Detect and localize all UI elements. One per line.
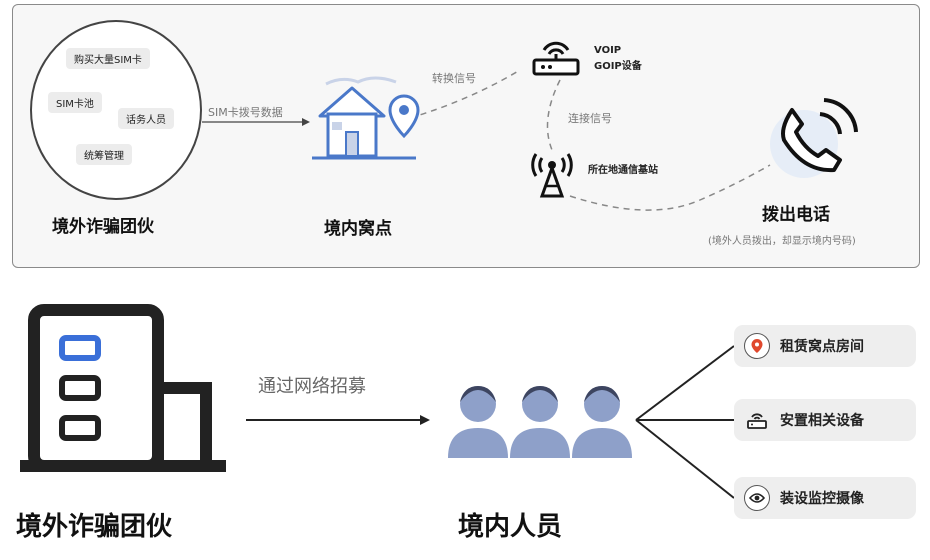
person-icon [448,386,508,458]
person-icon [510,386,570,458]
convert-dash [409,69,521,119]
dial-out-label: 拨出电话 [762,205,830,225]
circle-item: 购买大量SIM卡 [66,48,150,69]
sim-dial-label: SIM卡拨号数据 [208,106,283,119]
building-icon [20,304,226,472]
overseas-group-label: 境外诈骗团伙 [52,217,154,237]
house-icon [312,76,420,160]
phone-call-icon [770,98,858,178]
den-label: 境内窝点 [324,219,392,239]
domestic-title: 境内人员 [458,512,563,542]
base-station-label: 所在地通信基站 [588,165,658,176]
voip-line2: GOIP设备 [594,61,642,72]
bottom-connectors [246,345,735,499]
connect-signal-label: 连接信号 [568,112,612,125]
task-pill-rent-room: 租赁窝点房间 [734,325,916,367]
recruit-label: 通过网络招募 [258,376,366,397]
connect-dash [546,79,561,151]
signal-tower-icon [531,153,573,198]
convert-signal-label: 转换信号 [432,72,476,85]
router-icon [744,407,770,433]
task-pill-install-device: 安置相关设备 [734,399,916,441]
task-label: 安置相关设备 [780,413,864,429]
circle-item: 话务人员 [118,108,174,129]
task-label: 装设监控摄像 [780,491,864,507]
overseas-group-title: 境外诈骗团伙 [16,512,173,542]
eye-camera-icon [744,485,770,511]
circle-item: SIM卡池 [48,92,102,113]
top-connectors [202,69,771,211]
task-pill-install-camera: 装设监控摄像 [734,477,916,519]
people-group-icon [448,386,632,458]
circle-item: 统筹管理 [76,144,132,165]
person-icon [572,386,632,458]
task-label: 租赁窝点房间 [780,339,864,355]
voip-line1: VOIP [594,45,622,56]
dial-note: (境外人员拨出，却显示境内号码) [708,236,856,247]
location-pin-icon [744,333,770,359]
router-icon [532,41,580,76]
